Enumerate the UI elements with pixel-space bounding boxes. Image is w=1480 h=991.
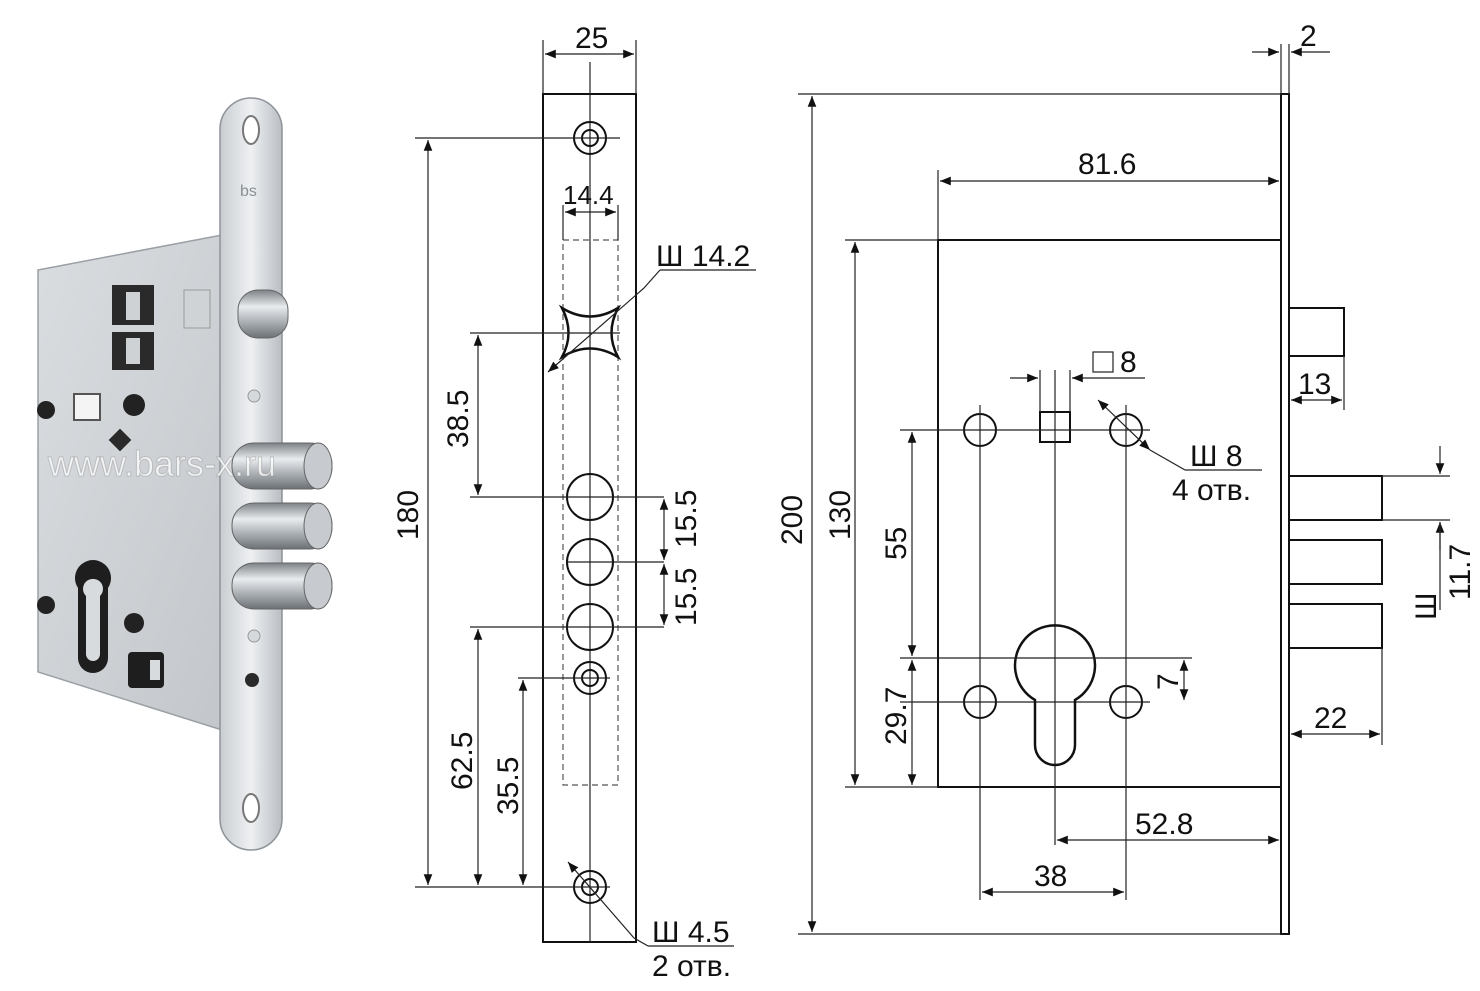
dead-bolts <box>231 442 333 610</box>
case-hole <box>37 596 55 614</box>
side-faceplate <box>1280 93 1290 935</box>
side-dead-bolt <box>1288 603 1383 649</box>
spindle-square <box>73 393 101 421</box>
dim-52-8: 52.8 <box>1135 808 1193 841</box>
dim-35-5: 35.5 <box>492 757 525 815</box>
faceplate-screw-hole <box>242 793 260 823</box>
dim-29-7: 29.7 <box>880 687 913 745</box>
side-dead-bolt <box>1288 539 1383 585</box>
watermark: www.bars-x.ru <box>47 443 276 484</box>
dim-dia-14-2: Ш 14.2 <box>656 240 750 273</box>
screw-hole-count: 2 отв. <box>652 950 731 983</box>
case-hole <box>123 394 145 416</box>
dim-25: 25 <box>575 22 608 55</box>
case-hole <box>124 613 144 633</box>
dim-14-4: 14.4 <box>563 180 614 210</box>
case-hole <box>37 401 55 419</box>
dim-dia-8: Ш 8 <box>1190 440 1243 473</box>
dim-13: 13 <box>1298 368 1331 401</box>
dim-11-7: 11.7 <box>1444 544 1477 600</box>
dim-130: 130 <box>824 490 857 540</box>
front-view: 25 14.4 Ш 14.2 Ш 4.5 2 о <box>392 22 756 983</box>
lock-photo: bs www.bars-x.ru <box>37 97 333 851</box>
side-latch-bolt <box>1288 307 1345 357</box>
dim-22: 22 <box>1314 702 1347 735</box>
latch-bolt <box>237 289 289 339</box>
dim-55: 55 <box>880 527 913 560</box>
photo-logo: bs <box>240 183 257 200</box>
dim-62-5: 62.5 <box>446 732 479 790</box>
dim-square-8: 8 <box>1120 346 1137 379</box>
mount-hole-count: 4 отв. <box>1172 474 1251 507</box>
faceplate-screw-hole <box>242 115 260 145</box>
side-lock-body <box>937 239 1282 788</box>
dim-bolt-dia-symbol: Ш <box>1410 593 1443 621</box>
dim-38: 38 <box>1034 860 1067 893</box>
dim-7: 7 <box>1152 673 1185 690</box>
dim-15-5-a: 15.5 <box>670 490 703 548</box>
dim-2: 2 <box>1300 20 1317 53</box>
dim-15-5-b: 15.5 <box>670 568 703 626</box>
dim-dia-4-5: Ш 4.5 <box>652 916 730 949</box>
square-symbol <box>1092 351 1114 373</box>
dim-81-6: 81.6 <box>1078 148 1136 181</box>
dim-38-5: 38.5 <box>442 390 475 448</box>
side-view: 2 200 81.6 130 8 13 <box>776 20 1477 935</box>
front-latch-hole <box>558 304 622 361</box>
dim-180: 180 <box>392 490 425 540</box>
side-dead-bolt <box>1288 475 1383 521</box>
dim-200: 200 <box>776 495 809 545</box>
